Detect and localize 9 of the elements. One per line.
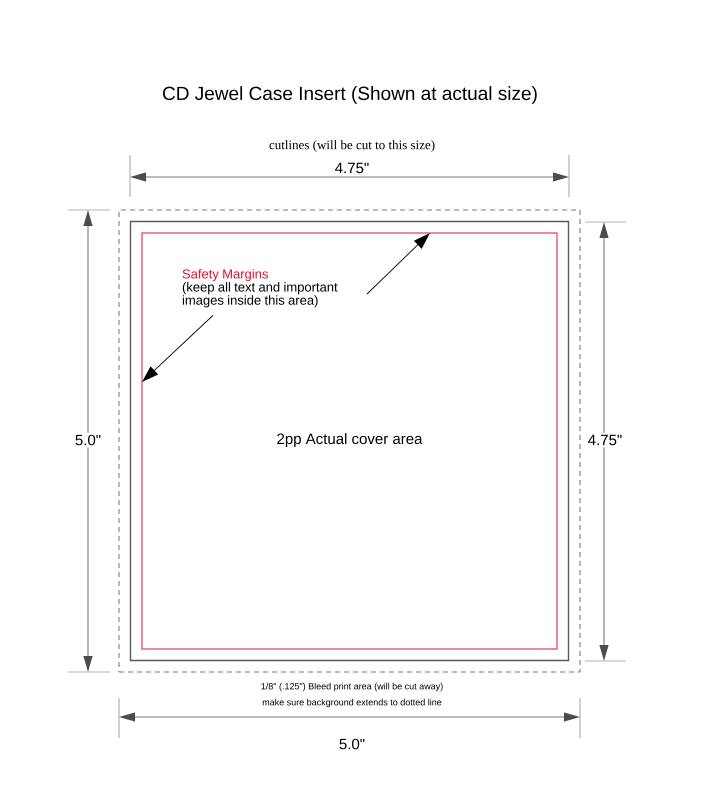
note-text: 1/8" (.125") Bleed print area (will be cut away) <box>261 682 443 692</box>
callout-text: Safety Margins (keep all text and important images inside this area) <box>182 269 338 308</box>
note-text: make sure background extends to dotted line <box>262 698 442 708</box>
dimension-label: 5.0" <box>340 738 364 750</box>
dimension-label: 4.75" <box>335 162 369 174</box>
dimension-caption: cutlines (will be cut to this size) <box>269 140 434 152</box>
title: CD Jewel Case Insert (Shown at actual size) <box>163 86 537 104</box>
dimension-label: 5.0" <box>72 432 104 448</box>
dimension-label: 4.75" <box>586 432 624 448</box>
